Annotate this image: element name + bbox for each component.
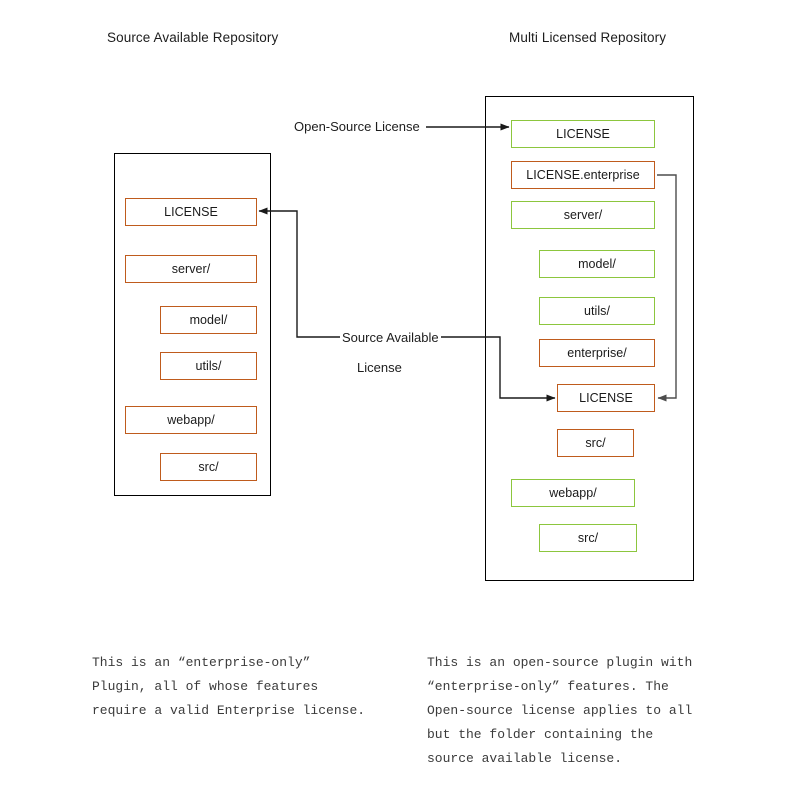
right-node-webapp-folder: webapp/ (511, 479, 635, 507)
connector-source-available-to-left-license (258, 207, 340, 338)
right-node-enterprise-license: LICENSE (557, 384, 655, 412)
left-node-webapp-folder: webapp/ (125, 406, 257, 434)
source-available-license-connector-label-line2: License (357, 360, 402, 375)
right-node-utils-folder: utils/ (539, 297, 655, 325)
open-source-license-connector-label: Open-Source License (294, 119, 420, 134)
left-node-server-folder: server/ (125, 255, 257, 283)
left-node-utils-folder: utils/ (160, 352, 257, 380)
left-node-model-folder: model/ (160, 306, 257, 334)
right-node-server-folder: server/ (511, 201, 655, 229)
left-node-src-folder: src/ (160, 453, 257, 481)
right-repository-caption: This is an open-source plugin with “ente… (427, 655, 693, 766)
right-node-enterprise-src-folder: src/ (557, 429, 634, 457)
source-available-license-connector-label-line1: Source Available (342, 330, 439, 345)
left-node-license: LICENSE (125, 198, 257, 226)
left-repository-title: Source Available Repository (107, 30, 279, 45)
right-node-license: LICENSE (511, 120, 655, 148)
right-node-license-enterprise: LICENSE.enterprise (511, 161, 655, 189)
right-node-model-folder: model/ (539, 250, 655, 278)
right-node-webapp-src-folder: src/ (539, 524, 637, 552)
left-repository-caption: This is an “enterprise-only” Plugin, all… (92, 655, 366, 718)
right-node-enterprise-folder: enterprise/ (539, 339, 655, 367)
right-repository-title: Multi Licensed Repository (509, 30, 667, 45)
